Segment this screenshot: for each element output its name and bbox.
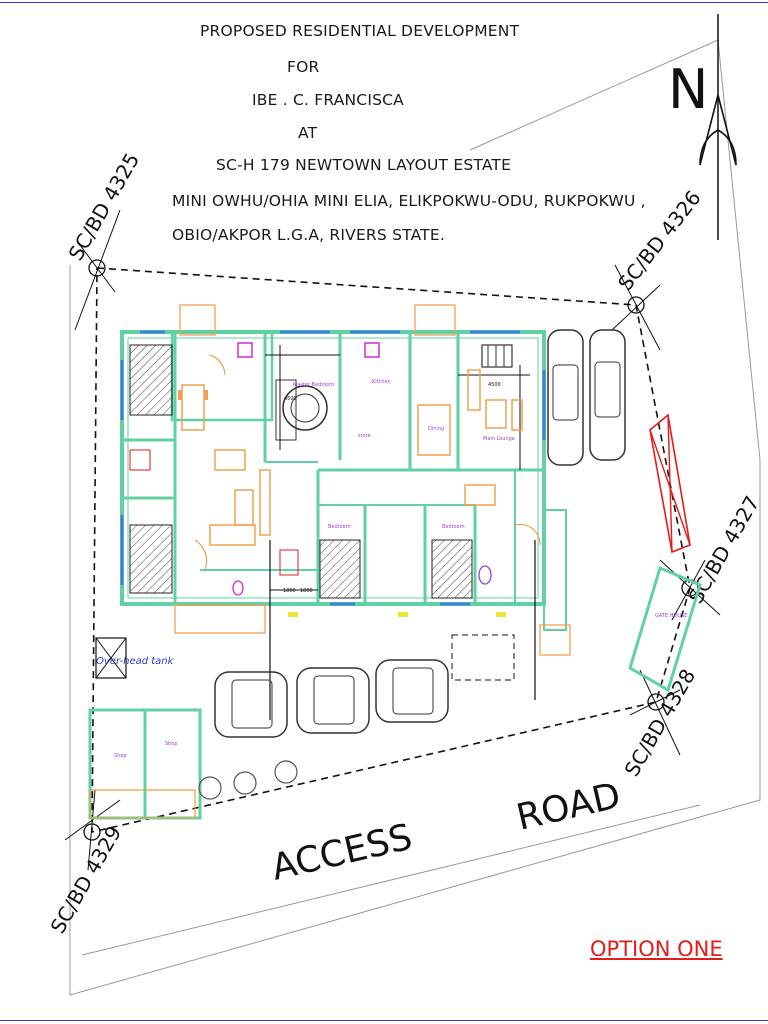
room-label-master-bedroom: Master Bedroom [293,382,334,388]
north-label: N [668,58,708,121]
beacon-marker-4328 [629,669,681,756]
sheet-border-bottom [0,1020,768,1021]
title-line-2: FOR [287,58,320,76]
beacon-label-4325: SC/BD 4325 [64,149,145,265]
gate-house: GATE HOUSE [628,565,702,693]
beacon-marker-4325 [74,209,121,331]
title-line-3: IBE . C. FRANCISCA [252,91,404,109]
title-line-4: AT [298,124,318,142]
beacon-marker-4326 [611,264,661,351]
shops-block: Shop Shop [88,708,202,820]
sheet-border-top [0,2,768,3]
tree-1 [198,776,222,800]
dimension-label-4: 1800 [300,588,313,594]
shop-label-left: Shop [114,753,127,759]
plot-boundary-dashed [91,267,691,834]
overhead-tank: Over-head tank [95,637,175,679]
plot-boundary-line [81,804,701,956]
beacon-label-4327: SC/BD 4327 [684,492,765,608]
beacon-marker-4329 [64,789,121,871]
tree-3 [274,760,298,784]
road-label-road: ROAD [513,775,625,839]
room-label-store: store [358,433,371,439]
car-parked-5 [375,659,449,723]
car-parked-1 [547,329,584,466]
title-line-6: MINI OWHU/OHIA MINI ELIA, ELIKPOKWU-ODU,… [172,192,646,210]
room-label-kitchen: Kitchen [372,379,391,385]
room-label-bedroom-mid: Bedroom [328,524,351,530]
car-parked-2 [589,329,626,461]
dimension-label-3: 1800 [283,588,296,594]
gate-house-label: GATE HOUSE [655,613,687,619]
beacon-label-4328: SC/BD 4328 [620,665,701,781]
room-label-main-lounge: Main Lounge [483,436,515,442]
car-parked-3 [214,671,288,738]
tree-2 [233,771,257,795]
shop-label-right: Shop [165,741,178,747]
plot-boundary-outer [69,39,761,996]
option-label: OPTION ONE [590,937,723,961]
north-arrow: N [668,14,737,240]
beacon-label-4329: SC/BD 4329 [46,822,127,938]
dimension-label-1: 4500 [488,382,501,388]
title-line-7: OBIO/AKPOR L.G.A, RIVERS STATE. [172,226,445,244]
house-floor-plan: 4500 4500 1800 1800 [120,304,571,720]
entrance-gate [649,413,691,554]
title-line-1: PROPOSED RESIDENTIAL DEVELOPMENT [200,22,520,40]
room-label-bedroom-right: Bedroom [442,524,465,530]
overhead-tank-label: Over-head tank [96,656,175,667]
dimension-label-2: 4500 [284,396,297,402]
car-parked-4 [296,667,370,734]
road-label-access: ACCESS [268,817,416,889]
title-line-5: SC-H 179 NEWTOWN LAYOUT ESTATE [216,156,512,174]
room-label-dining: Dining [428,426,444,432]
parking-bay-dashed [451,634,515,681]
